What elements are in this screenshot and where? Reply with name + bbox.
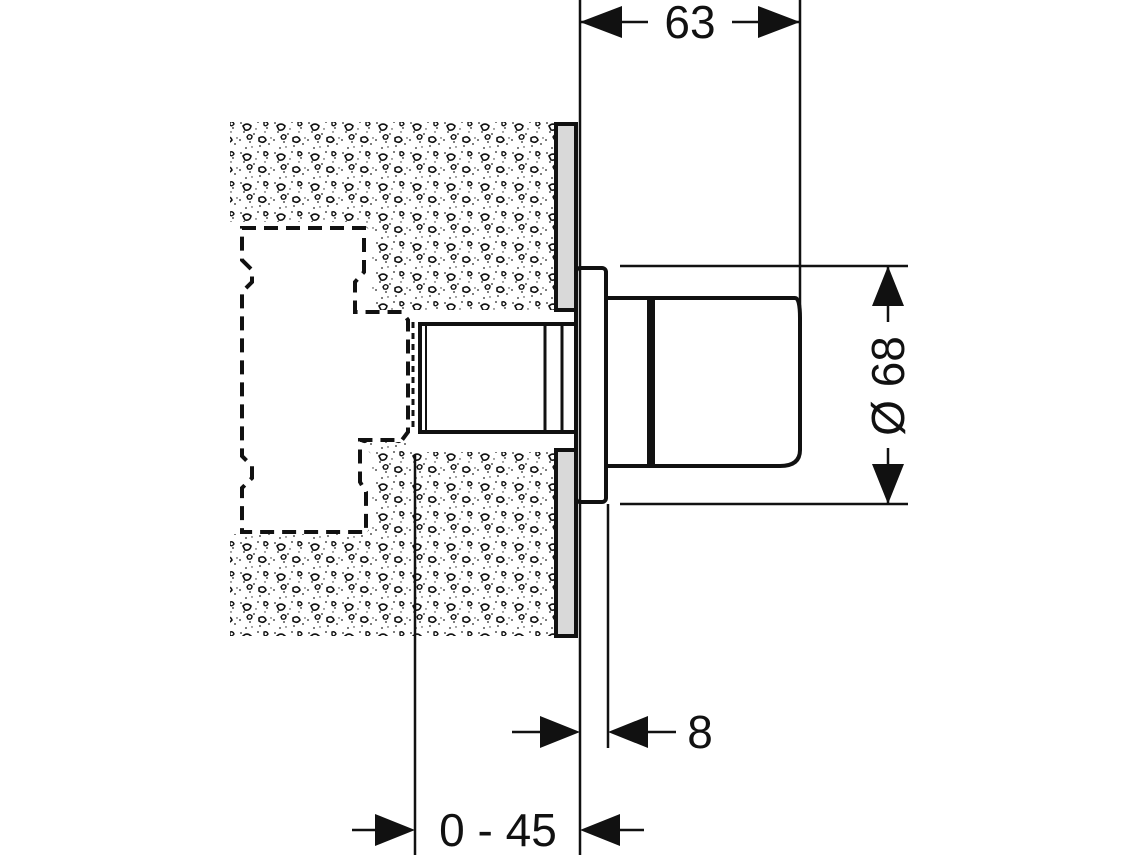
spindle [418,322,582,434]
handle [604,296,802,468]
arrow-left-icon [608,716,648,748]
dimension-depth: 63 [580,0,800,48]
arrow-right-icon [758,6,800,38]
wall-lower-mass [230,442,556,636]
arrow-right-icon [375,814,415,846]
arrow-left-icon [580,6,622,38]
dimension-adjustment-label: 0 - 45 [439,804,557,855]
dimension-rosette: 8 [512,706,713,758]
wall-plate [554,122,578,638]
arrow-right-icon [540,716,580,748]
dimension-adjustment: 0 - 45 [352,804,644,855]
arrow-up-icon [872,266,904,306]
dimension-depth-label: 63 [664,0,715,48]
wall-section [230,122,556,636]
dimension-diameter: Ø 68 [862,266,914,504]
wall-upper-mass [230,122,556,310]
dimension-rosette-label: 8 [687,706,713,758]
dimension-diameter-label: Ø 68 [862,336,914,436]
extension-lines [413,0,908,855]
concealed-body-outline [240,226,410,534]
arrow-left-icon [580,814,620,846]
arrow-down-icon [872,464,904,504]
